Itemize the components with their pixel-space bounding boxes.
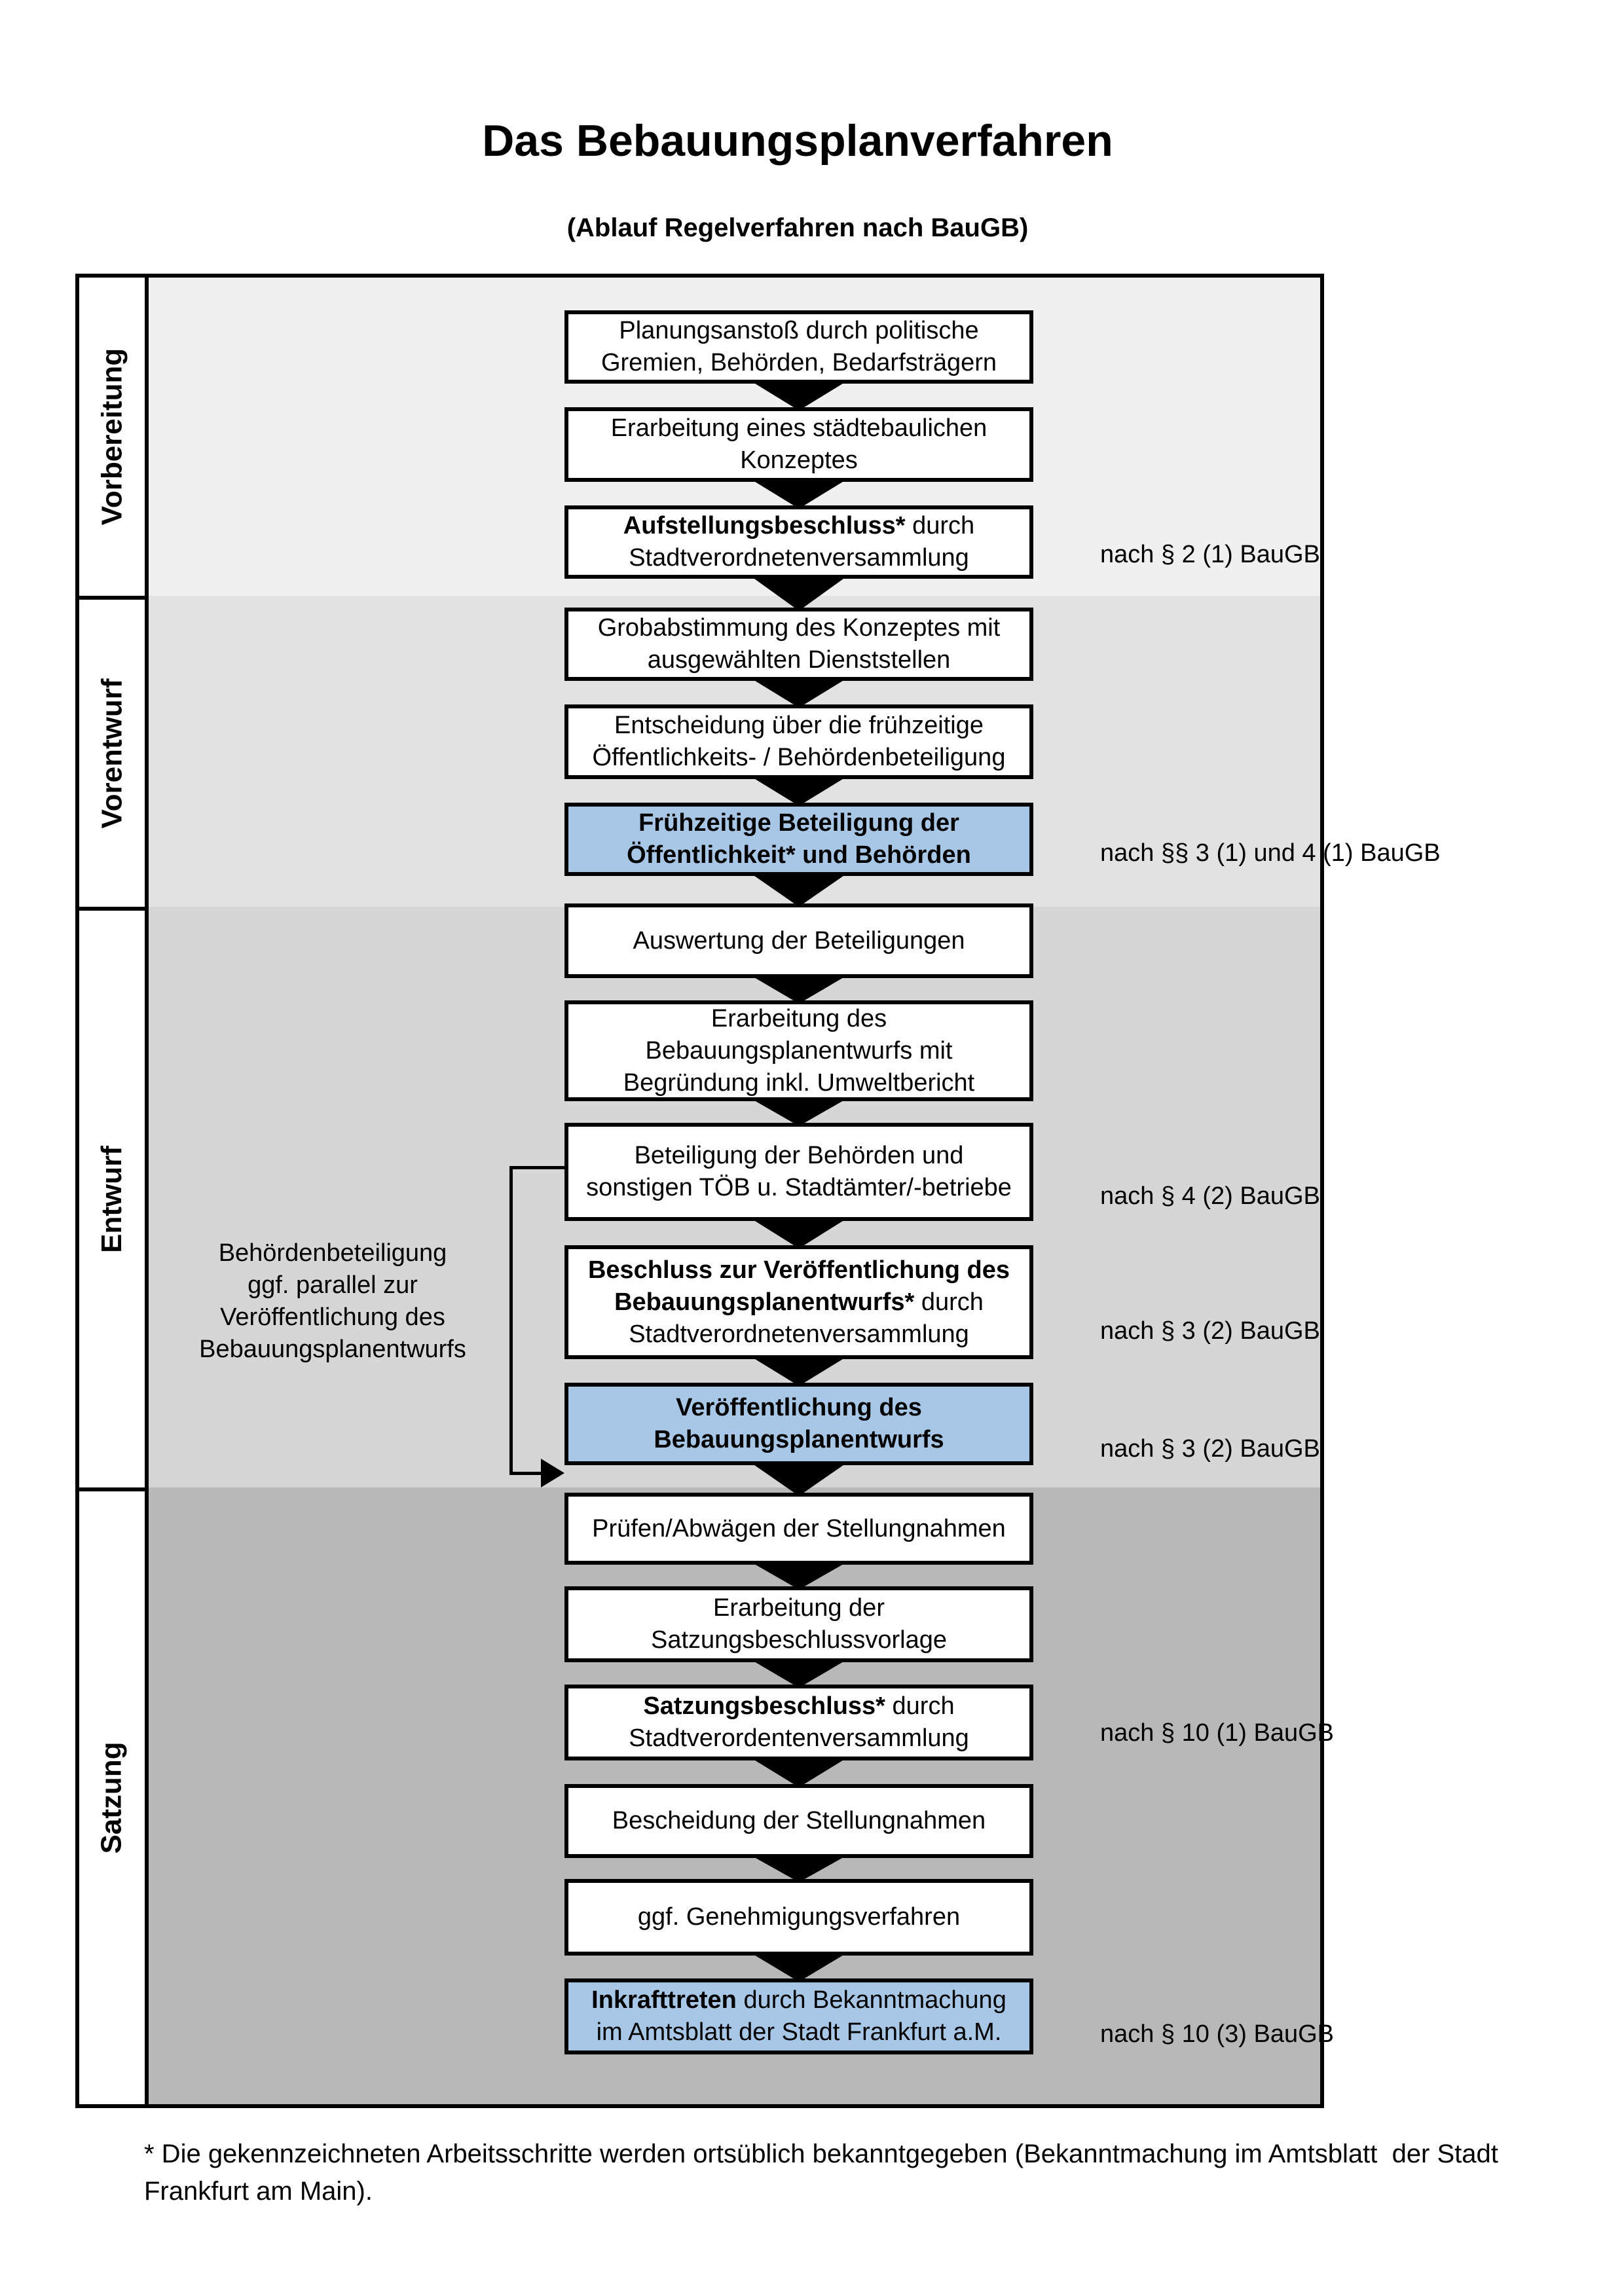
flow-box-text-line: im Amtsblatt der Stadt Frankfurt a.M. [596, 2018, 1002, 2046]
flow-box-4: Grobabstimmung des Konzeptes mit ausgewäh… [564, 608, 1033, 681]
parallel-connector-bottom-segment [509, 1472, 544, 1475]
footnote: * Die gekennzeichneten Arbeitsschritte w… [144, 2140, 1498, 2206]
flow-box-text-line: Planungsanstoß durch politische [619, 317, 979, 344]
phase-label: Vorbereitung [96, 348, 128, 526]
phase-cell-vorentwurf: Vorentwurf [75, 596, 149, 911]
phase-cell-satzung: Satzung [75, 1487, 149, 2108]
flow-box-text-line: Stadtverordentenversammlung [629, 1724, 969, 1752]
flow-box-12: Prüfen/Abwägen der Stellungnahmen [564, 1493, 1033, 1565]
phase-label: Vorentwurf [96, 678, 128, 828]
flow-box-text-line: Öffentlichkeit* und Behörden [627, 841, 971, 869]
flow-box-text-line: Bebauungsplanentwurfs mit [645, 1036, 953, 1065]
legal-reference: nach § 10 (1) BauGB [1100, 1719, 1334, 1747]
legal-reference: nach § 10 (3) BauGB [1100, 2020, 1334, 2048]
flow-arrow-down-icon [750, 975, 848, 1004]
flow-box-text-line: Satzungsbeschluss* durch [643, 1692, 955, 1720]
flow-box-17: Inkrafttreten durch Bekanntmachung im Amt… [564, 1978, 1033, 2054]
flow-box-text-line: Erarbeitung eines städtebaulichen [610, 414, 987, 442]
flow-box-text-line: Auswertung der Beteiligungen [633, 926, 965, 955]
parallel-connector-arrowhead-icon [541, 1459, 564, 1487]
phase-cell-vorbereitung: Vorbereitung [75, 274, 149, 600]
flow-box-text-line: Aufstellungsbeschluss* durch [623, 512, 975, 539]
flow-box-text-line: Bebauungsplanentwurfs* durch [614, 1288, 984, 1316]
flow-box-text-line: Entscheidung über die frühzeitige [614, 712, 984, 739]
flow-arrow-down-icon [750, 575, 848, 611]
legal-reference: nach § 3 (2) BauGB [1100, 1317, 1320, 1345]
phase-label: Entwurf [96, 1145, 128, 1253]
legal-reference: nach § 3 (2) BauGB [1100, 1435, 1320, 1463]
flow-box-text-line: Gremien, Behörden, Bedarfsträgern [600, 349, 997, 376]
legal-reference: nach § 2 (1) BauGB [1100, 541, 1320, 568]
flow-box-text-line: Beschluss zur Veröffentlichung des [587, 1256, 1010, 1284]
flow-arrow-down-icon [750, 776, 848, 806]
parallel-connector-vertical-segment [509, 1166, 513, 1474]
flow-arrow-down-icon [750, 1561, 848, 1590]
parallel-connector-top-segment [509, 1166, 564, 1169]
flow-box-text-line: Bescheidung der Stellungnahmen [612, 1807, 986, 1834]
flow-arrow-down-icon [750, 1855, 848, 1882]
flow-box-text-line: Konzeptes [740, 446, 858, 474]
flow-arrow-down-icon [750, 1356, 848, 1386]
flow-box-text-line: Erarbeitung der [713, 1594, 885, 1622]
flow-box-text-line: Frühzeitige Beteiligung der [638, 809, 959, 837]
flow-box-text-line: Inkrafttreten durch Bekanntmachung [591, 1986, 1006, 2014]
legal-reference: nach § 4 (2) BauGB [1100, 1182, 1320, 1210]
flow-arrow-down-icon [750, 1098, 848, 1126]
flow-box-text-line: Bebauungsplanentwurfs [654, 1426, 944, 1453]
phase-label: Satzung [96, 1741, 128, 1854]
flow-arrow-down-icon [750, 1659, 848, 1688]
phase-cell-entwurf: Entwurf [75, 907, 149, 1491]
flow-arrow-down-icon [750, 1462, 848, 1496]
flow-arrow-down-icon [750, 873, 848, 907]
flow-arrow-down-icon [750, 380, 848, 410]
flow-box-7: Auswertung der Beteiligungen [564, 903, 1033, 978]
flow-box-text-line: Beteiligung der Behörden und [634, 1142, 964, 1169]
flow-box-text-line: sonstigen TÖB u. Stadtämter/-betriebe [586, 1174, 1012, 1201]
flow-box-text-line: Öffentlichkeits- / Behördenbeteiligung [592, 744, 1006, 771]
flow-arrow-down-icon [750, 1218, 848, 1248]
flow-box-text-line: Grobabstimmung des Konzeptes mit [597, 614, 1001, 642]
flow-box-text-line: Stadtverordnetenversammlung [629, 1320, 969, 1348]
flow-box-text-line: Satzungsbeschlussvorlage [650, 1626, 948, 1654]
flow-arrow-down-icon [750, 479, 848, 509]
flow-box-15: Bescheidung der Stellungnahmen [564, 1784, 1033, 1858]
flow-box-text-line: Erarbeitung des [710, 1004, 887, 1032]
flow-arrow-down-icon [750, 1952, 848, 1982]
page-title: Das Bebauungsplanverfahren [482, 116, 1113, 166]
flow-box-text-line: Stadtverordnetenversammlung [629, 544, 969, 572]
flow-arrow-down-icon [750, 1757, 848, 1787]
flow-box-text-line: ausgewählten Dienststellen [647, 646, 951, 674]
flow-box-text-line: Begründung inkl. Umweltbericht [623, 1068, 975, 1097]
flow-box-text-line: Veröffentlichung des [676, 1394, 922, 1421]
legal-reference: nach §§ 3 (1) und 4 (1) BauGB [1100, 839, 1441, 867]
flow-box-16: ggf. Genehmigungsverfahren [564, 1879, 1033, 1956]
parallel-note: Behördenbeteiligung ggf. parallel zur Ve… [199, 1239, 466, 1363]
flow-box-9: Beteiligung der Behörden und sonstigen TÖ… [564, 1123, 1033, 1221]
flow-arrow-down-icon [750, 678, 848, 708]
flow-box-text-line: ggf. Genehmigungsverfahren [637, 1903, 961, 1931]
flow-box-text-line: Prüfen/Abwägen der Stellungnahmen [592, 1514, 1006, 1542]
page-subtitle: (Ablauf Regelverfahren nach BauGB) [566, 213, 1029, 242]
